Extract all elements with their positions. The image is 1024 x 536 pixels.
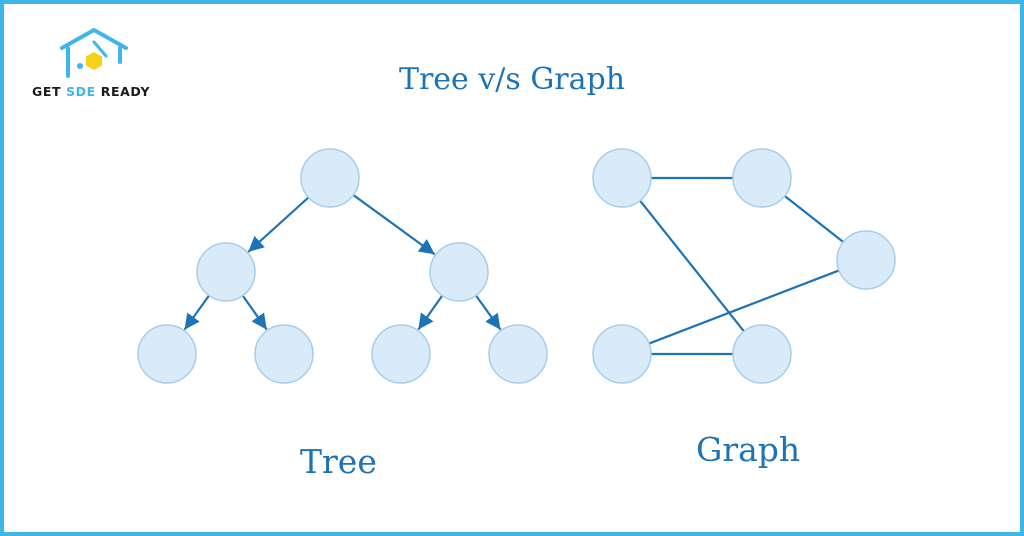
tree-node-rl — [371, 324, 431, 384]
tree-node-root — [300, 148, 360, 208]
tree-caption: Tree — [300, 442, 377, 481]
graph-edge-e-a — [639, 200, 745, 332]
graph-node-a — [592, 148, 652, 208]
graduation-cap-house-icon — [60, 28, 128, 78]
tree-edge-r-rr — [475, 294, 502, 331]
brand-name-part2: SDE — [66, 84, 96, 99]
graph-node-e — [732, 324, 792, 384]
tree-edge-l-ll — [183, 294, 210, 331]
graph-node-b — [732, 148, 792, 208]
diagram-title: Tree v/s Graph — [398, 62, 626, 97]
brand-logo: GET SDE READY — [32, 26, 157, 104]
tree-edge-root-l — [247, 196, 310, 253]
graph-edge-b-c — [784, 195, 844, 243]
tree-edge-root-r — [352, 194, 436, 256]
brand-name-part1: GET — [32, 84, 67, 99]
tree-node-ll — [137, 324, 197, 384]
graph-node-c — [836, 230, 896, 290]
tree-edge-l-lr — [241, 295, 268, 331]
tree-node-lr — [254, 324, 314, 384]
brand-name: GET SDE READY — [32, 84, 150, 99]
tree-edge-r-rl — [417, 295, 444, 331]
tree-node-r — [429, 242, 489, 302]
brand-name-part3: READY — [95, 84, 151, 99]
tree-node-rr — [488, 324, 548, 384]
graph-node-d — [592, 324, 652, 384]
tree-node-l — [196, 242, 256, 302]
graph-edge-c-d — [648, 269, 840, 345]
graph-caption: Graph — [696, 430, 801, 469]
diagram-canvas — [137, 148, 896, 384]
